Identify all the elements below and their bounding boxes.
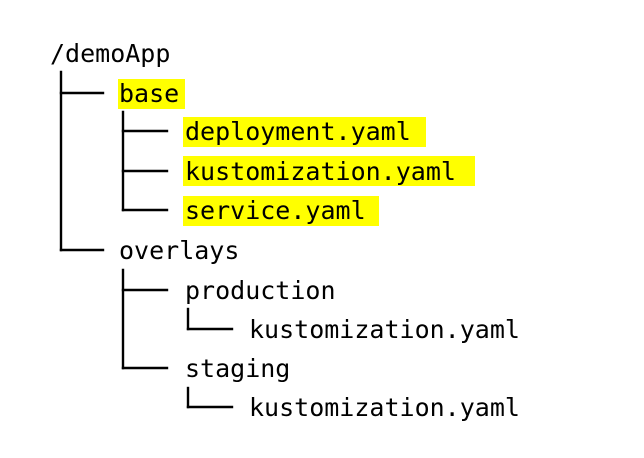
highlight-base <box>118 79 185 109</box>
highlight-base-service <box>183 196 379 226</box>
highlight-base-kustomization <box>183 156 475 186</box>
highlight-base-deployment <box>183 117 426 147</box>
root-folder-label: /demoApp <box>50 39 170 68</box>
folder-overlays-label: overlays <box>119 236 239 265</box>
folder-base-label: base <box>119 79 179 108</box>
tree-labels: /demoApp base deployment.yaml kustomizat… <box>50 39 520 422</box>
tree-connectors <box>59 70 234 409</box>
file-base-deployment-label: deployment.yaml <box>185 117 411 146</box>
file-staging-kustomization-label: kustomization.yaml <box>249 393 520 422</box>
folder-staging-label: staging <box>185 354 290 383</box>
file-production-kustomization-label: kustomization.yaml <box>249 315 520 344</box>
file-base-service-label: service.yaml <box>185 196 366 225</box>
folder-production-label: production <box>185 276 336 305</box>
file-base-kustomization-label: kustomization.yaml <box>185 157 456 186</box>
highlights <box>118 79 475 226</box>
